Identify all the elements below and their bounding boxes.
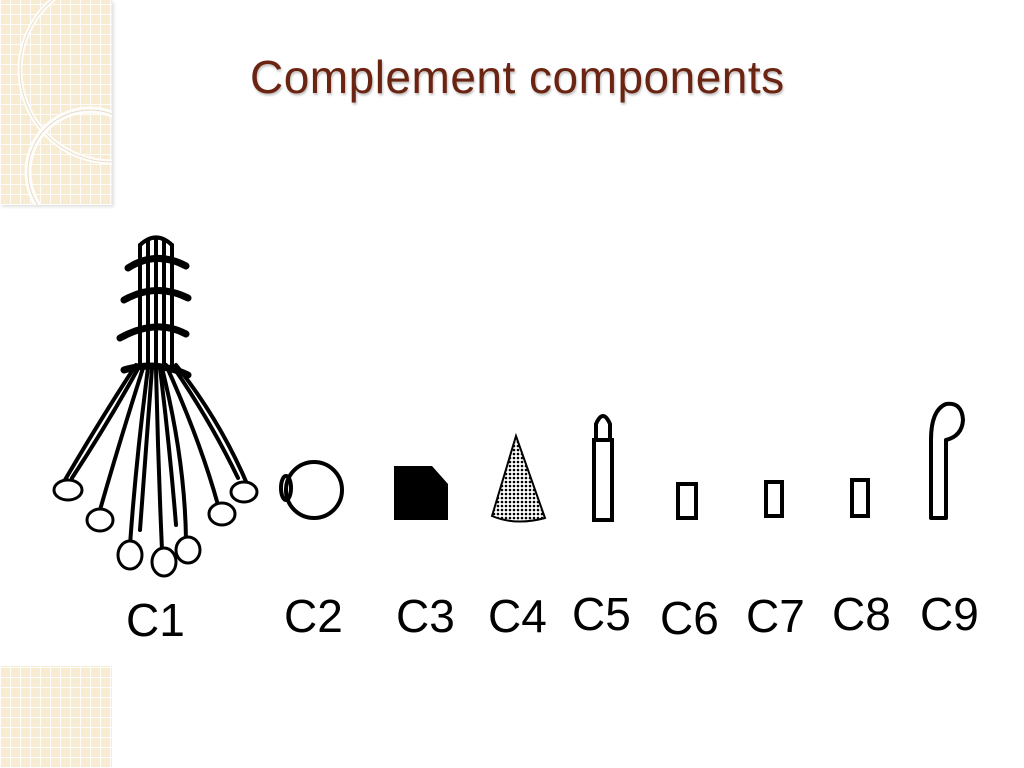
c9-molecule-icon xyxy=(929,401,965,520)
label-c6: C6 xyxy=(660,592,719,644)
label-c5: C5 xyxy=(572,588,631,640)
decorative-corner-top xyxy=(0,0,112,205)
label-c8: C8 xyxy=(832,588,891,640)
decorative-corner-bottom xyxy=(0,666,112,768)
slide-title: Complement components xyxy=(250,51,785,103)
c4-molecule-icon xyxy=(490,432,547,523)
c2-molecule-icon xyxy=(279,460,344,520)
label-c7: C7 xyxy=(746,590,805,642)
label-c1: C1 xyxy=(126,594,185,646)
c5-molecule-icon xyxy=(592,414,614,522)
c3-molecule-icon xyxy=(394,466,448,520)
c8-molecule-icon xyxy=(850,478,870,518)
decorative-circles-icon xyxy=(17,0,112,205)
label-c2: C2 xyxy=(284,590,343,642)
label-c9: C9 xyxy=(920,588,979,640)
c7-molecule-icon xyxy=(764,480,784,518)
c1-molecule-icon xyxy=(52,235,259,578)
c6-molecule-icon xyxy=(676,482,698,520)
label-c3: C3 xyxy=(396,590,455,642)
label-c4: C4 xyxy=(488,590,547,642)
